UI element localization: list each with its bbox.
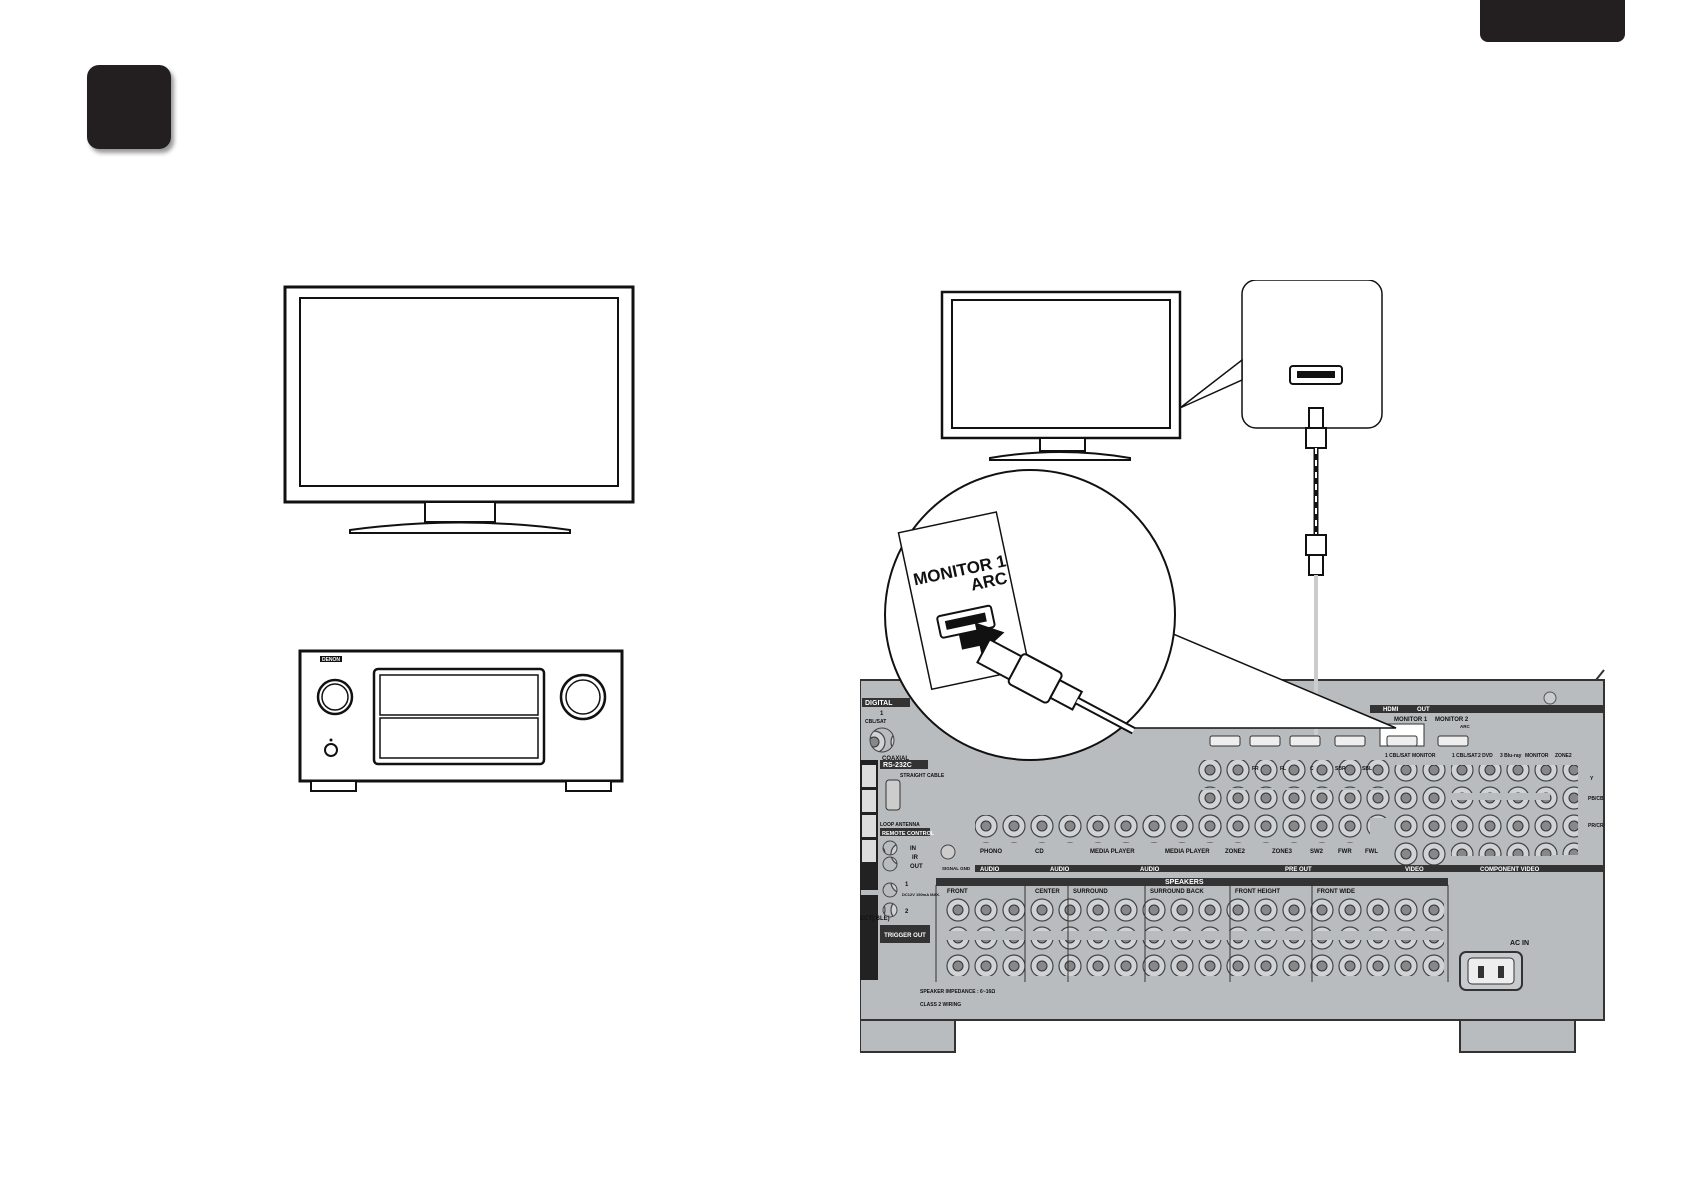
label-trigger-1: 1 — [905, 882, 909, 888]
label-comp-3: 3 Blu-ray — [1500, 753, 1522, 759]
label-video-monitor: MONITOR — [1412, 753, 1436, 759]
label-phono: PHONO — [980, 849, 1002, 855]
label-fr: FR — [1252, 766, 1259, 772]
label-ac-in: AC IN — [1510, 940, 1529, 947]
label-media-player-out: MEDIA PLAYER — [1165, 849, 1210, 855]
label-arc-panel-2: ARC — [1460, 724, 1470, 729]
label-sbl: SBL — [1362, 766, 1372, 772]
label-comp-2: 2 DVD — [1478, 753, 1493, 759]
label-video: VIDEO — [1405, 867, 1424, 873]
header-tab — [1480, 0, 1625, 42]
label-spk-surround-back: SURROUND BACK — [1150, 889, 1204, 895]
label-video-1: 1 CBL/SAT — [1385, 753, 1410, 759]
label-coaxial: COAXIAL — [882, 756, 909, 762]
label-spk-front: FRONT — [947, 889, 968, 895]
label-digital: DIGITAL — [865, 700, 893, 707]
label-cd: CD — [1035, 849, 1044, 855]
speaker-terminals — [944, 895, 1444, 976]
label-monitor2: MONITOR 2 — [1435, 717, 1469, 723]
label-monitor1: MONITOR 1 — [1394, 717, 1428, 723]
label-fwl: FWL — [1365, 849, 1378, 855]
label-loop-antenna: LOOP ANTENNA — [880, 822, 920, 828]
label-y: Y — [1590, 776, 1594, 782]
label-spk-surround: SURROUND — [1073, 889, 1108, 895]
label-comp-zone2: ZONE2 — [1555, 753, 1572, 759]
label-rc-out: OUT — [910, 864, 923, 870]
label-digital-1: 1 — [880, 711, 884, 717]
monitor1-callout: MONITOR 1 ARC — [884, 469, 1397, 761]
label-trigger-2: 2 — [905, 909, 909, 915]
label-trigger-out: TRIGGER OUT — [884, 933, 926, 939]
label-fl: FL — [1280, 766, 1286, 772]
label-spk-center: CENTER — [1035, 889, 1060, 895]
label-rs232c: RS-232C — [883, 762, 912, 769]
label-comp-monitor: MONITOR — [1525, 753, 1549, 759]
label-digital-cblsat: CBL/SAT — [865, 719, 886, 725]
label-rc-ir: IR — [912, 855, 919, 861]
label-sbr: SBR — [1335, 766, 1346, 772]
label-component-video-b: COMPONENT VIDEO — [1480, 867, 1540, 873]
label-remote-control: REMOTE CONTROL — [882, 831, 935, 837]
tv-with-hdmi-port — [940, 280, 1383, 461]
receiver-logo: DENON — [322, 657, 340, 663]
label-class2: CLASS 2 WIRING — [920, 1002, 961, 1008]
label-rc-in: IN — [910, 846, 916, 852]
label-pr: PR/CR — [1588, 823, 1604, 829]
label-comp-1: 1 CBL/SAT — [1452, 753, 1477, 759]
label-hdmi-out: OUT — [1417, 707, 1430, 713]
label-trigger-spec: DC12V 150mA MAX. — [902, 892, 940, 897]
label-fwr: FWR — [1338, 849, 1352, 855]
label-pre-out: PRE OUT — [1285, 867, 1312, 873]
label-straight-cable: STRAIGHT CABLE — [900, 773, 945, 779]
connection-diagram: DIGITAL 1 CBL/SAT COAXIAL ECT) BLE) RS-2… — [860, 280, 1605, 1053]
left-illustration: DENON — [283, 285, 635, 792]
label-pb: PB/CB — [1588, 796, 1604, 802]
label-side-text: ECT) BLE) — [860, 916, 890, 922]
audio-jacks-row — [975, 760, 1395, 843]
label-audio-3: AUDIO — [1140, 867, 1160, 873]
label-audio-2: AUDIO — [1050, 867, 1070, 873]
step-number-badge — [87, 65, 171, 149]
label-spk-front-wide: FRONT WIDE — [1317, 889, 1355, 895]
label-impedance: SPEAKER IMPEDANCE : 6~16Ω — [920, 989, 995, 995]
av-receiver-illustration: DENON — [298, 649, 624, 792]
label-zone2: ZONE2 — [1225, 849, 1246, 855]
label-speakers: SPEAKERS — [1165, 879, 1204, 886]
label-signal-gnd: SIGNAL GND — [942, 866, 971, 871]
label-hdmi: HDMI — [1383, 707, 1399, 713]
label-media-player-in: MEDIA PLAYER — [1090, 849, 1135, 855]
label-zone3: ZONE3 — [1272, 849, 1293, 855]
label-spk-front-height: FRONT HEIGHT — [1235, 889, 1280, 895]
label-c: C — [1310, 766, 1314, 772]
tv-illustration — [283, 285, 635, 534]
label-sw2: SW2 — [1310, 849, 1324, 855]
label-audio-1: AUDIO — [980, 867, 1000, 873]
